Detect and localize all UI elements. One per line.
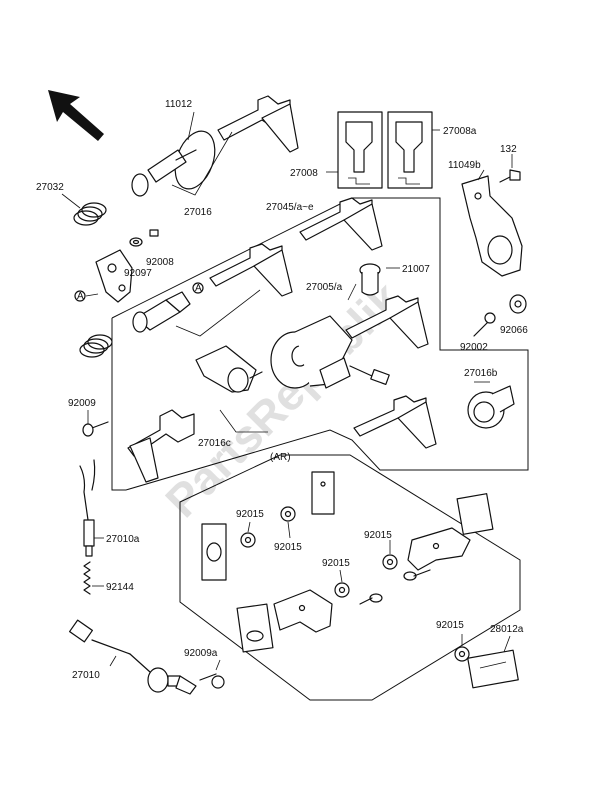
marker-a-left-label: A <box>77 291 84 302</box>
washer-92008 <box>129 229 159 247</box>
spring-92144 <box>83 561 91 595</box>
bracket-plate-92097 <box>95 249 133 303</box>
label-92015-e: 92015 <box>436 620 464 631</box>
emblem-28012a <box>467 649 519 689</box>
label-11012: 11012 <box>165 99 193 110</box>
marker-a-left <box>74 290 86 302</box>
emblem-plate-lower-ar <box>236 603 274 653</box>
cap-21007 <box>359 263 381 296</box>
spring-middle <box>79 334 113 358</box>
bolt-92002 <box>473 312 496 337</box>
key-card-27008a <box>387 111 433 189</box>
label-11049b: 11049b <box>448 160 481 171</box>
bolt-lower-ar <box>359 593 383 605</box>
label-27032: 27032 <box>36 182 64 193</box>
main-assembly-frame <box>111 197 529 491</box>
label-27016c: 27016c <box>198 438 231 449</box>
label-27008: 27008 <box>290 168 318 179</box>
nut-lower-ar <box>334 582 350 598</box>
label-92015-a: 92015 <box>236 509 264 520</box>
key-lower-left <box>127 409 195 483</box>
label-92009a: 92009a <box>184 648 218 659</box>
label-132: 132 <box>500 144 517 155</box>
label-92066: 92066 <box>500 325 528 336</box>
cover-27016c <box>195 345 263 393</box>
label-92008: 92008 <box>146 257 174 268</box>
label-27005: 27005/a <box>306 282 343 293</box>
ignition-switch-body <box>270 315 390 389</box>
label-27045: 27045/a~e <box>266 202 314 213</box>
key-27016b <box>353 395 437 449</box>
washer-ar-left <box>240 532 256 548</box>
nut-92015-bottom <box>454 646 470 662</box>
screw-92009 <box>82 421 109 437</box>
label-92015-b: 92015 <box>274 542 302 553</box>
label-27008a: 27008a <box>443 126 477 137</box>
label-92009: 92009 <box>68 398 96 409</box>
key-cylinder-top <box>131 130 216 197</box>
marker-a-middle <box>192 282 204 294</box>
bracket-11049b <box>461 175 523 277</box>
marker-a-middle-label: A <box>195 283 202 294</box>
watermark: PartsRepublik <box>155 271 411 527</box>
emblem-plate-left-ar <box>201 523 227 581</box>
direction-arrow-icon <box>48 90 104 141</box>
key-card-27008 <box>337 111 383 189</box>
label-21007: 21007 <box>402 264 430 275</box>
label-92015-d: 92015 <box>322 558 350 569</box>
key-middle <box>209 243 293 297</box>
ar-region-frame <box>179 454 521 701</box>
label-27010a: 27010a <box>106 534 140 545</box>
bolt-right-ar <box>403 569 431 581</box>
label-92002: 92002 <box>460 342 488 353</box>
label-28012a: 28012a <box>490 624 524 635</box>
key-right-upper <box>345 295 429 349</box>
screw-92009a <box>199 673 225 689</box>
bolt-132 <box>499 169 521 183</box>
switch-27010 <box>69 619 197 695</box>
key-upper-center <box>299 197 383 251</box>
bracket-right-ar <box>407 527 471 571</box>
label-ar: (AR) <box>270 452 291 463</box>
key-top <box>217 95 299 153</box>
plate-right-ar <box>456 493 494 535</box>
nut-right-ar <box>382 554 398 570</box>
spacer-92066 <box>509 294 527 314</box>
key-cylinder-middle <box>132 291 191 333</box>
plate-upper-ar <box>311 471 335 515</box>
spring-27032 <box>73 202 107 226</box>
wire-harness-27010a <box>79 459 96 557</box>
label-92144: 92144 <box>106 582 134 593</box>
label-27016b: 27016b <box>464 368 498 379</box>
label-27010: 27010 <box>72 670 100 681</box>
nut-upper-ar <box>280 506 296 522</box>
label-27016: 27016 <box>184 207 212 218</box>
label-92097: 92097 <box>124 268 152 279</box>
bracket-lower-ar <box>273 589 333 633</box>
label-92015-c: 92015 <box>364 530 392 541</box>
lock-27016b <box>467 385 515 429</box>
